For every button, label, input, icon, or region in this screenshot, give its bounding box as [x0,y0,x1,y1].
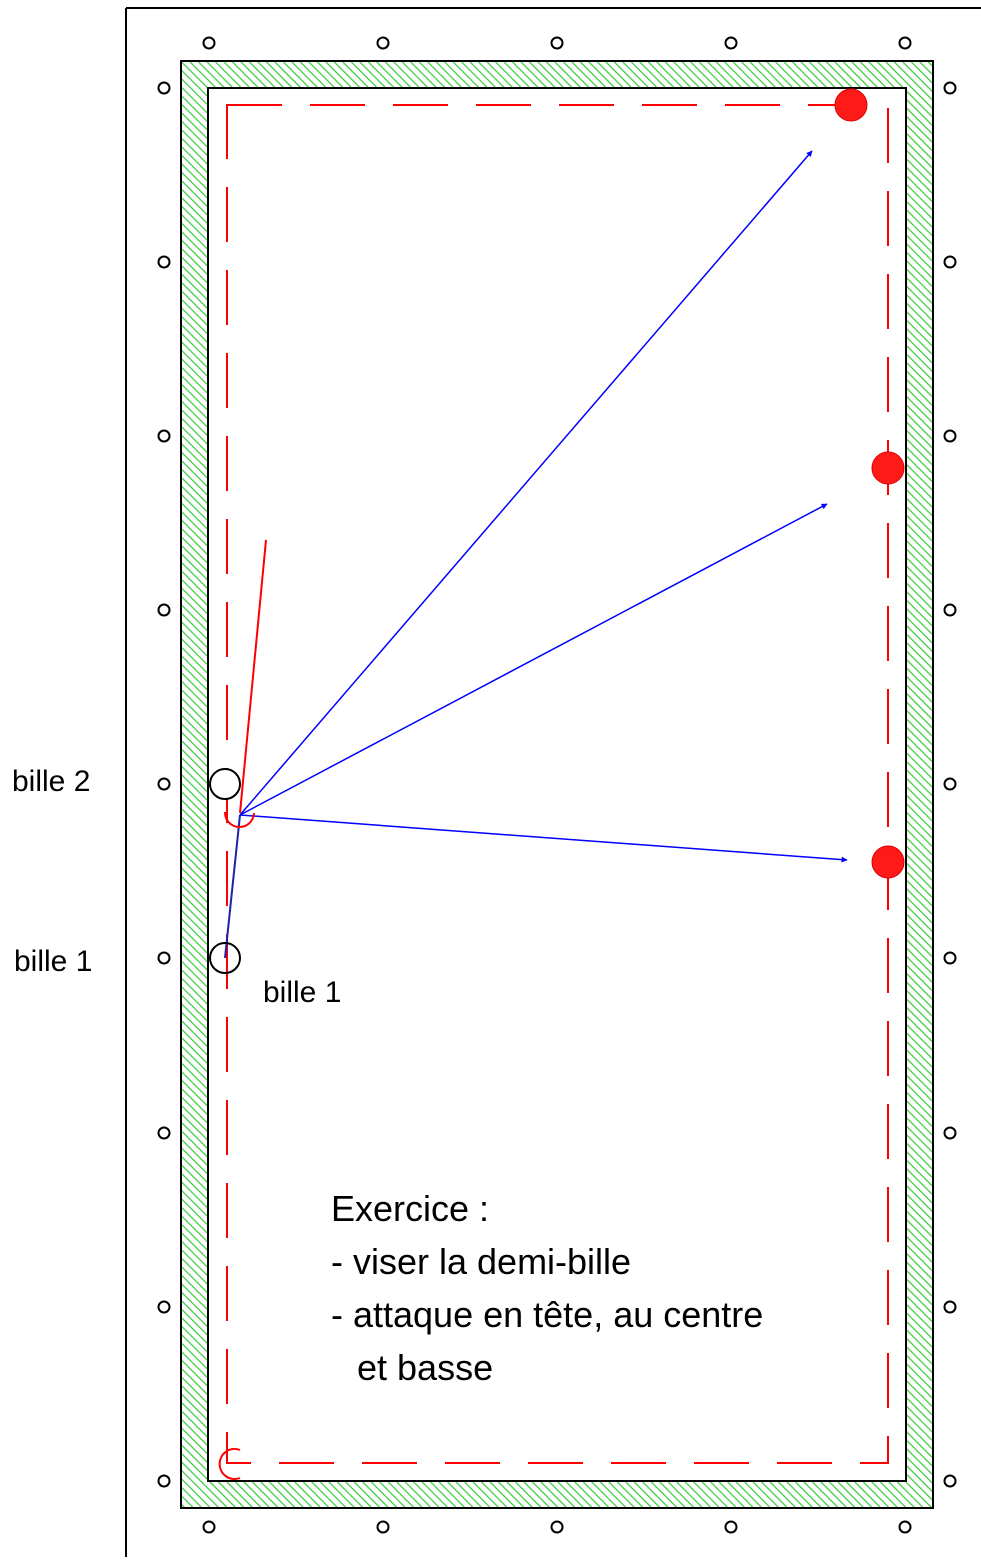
diamond-icon [943,255,957,269]
diamond-icon [157,81,171,95]
target-ball-middle [871,451,905,485]
trajectory-arrow-bottom [239,814,848,863]
trajectory-arrow-middle [239,503,828,816]
target-ball-bottom [871,845,905,879]
diamond-icon [550,36,564,50]
diamond-icon [943,81,957,95]
diamond-icon [724,36,738,50]
corner-arc [218,1448,241,1480]
diamond-icon [943,777,957,791]
diamond-icon [157,429,171,443]
diamond-icon [898,36,912,50]
diamond-icon [943,951,957,965]
label-bille-1-outside: bille 1 [14,945,92,978]
diamond-icon [898,1520,912,1534]
diamond-icon [157,1474,171,1488]
trajectory-arrow-top [239,150,813,816]
diamond-icon [202,1520,216,1534]
exercise-line-aim: - viser la demi-bille [331,1241,631,1282]
diamond-icon [202,36,216,50]
diamond-icon [157,603,171,617]
exercise-title: Exercice : [331,1188,489,1229]
diamond-icon [943,1126,957,1140]
diamond-icon [157,255,171,269]
label-bille-1-table: bille 1 [263,976,341,1009]
bille-1-ball [209,942,241,974]
label-bille-2-outside: bille 2 [12,765,90,798]
contact-arc [223,811,255,828]
diamond-icon [550,1520,564,1534]
diamond-icon [157,1300,171,1314]
bille-2-ball [209,768,241,800]
cushion-rail [180,60,934,1509]
exercise-line-low: et basse [357,1347,493,1388]
diamonds [157,36,957,1534]
cue-path [224,814,241,959]
target-ball-top [834,88,868,122]
diamond-icon [157,951,171,965]
diamond-icon [724,1520,738,1534]
diamond-icon [376,1520,390,1534]
exercise-line-attack: - attaque en tête, au centre [331,1294,763,1335]
diamond-icon [943,429,957,443]
aiming-line [239,539,267,814]
diamond-icon [943,1474,957,1488]
diamond-icon [376,36,390,50]
diamond-icon [157,1126,171,1140]
diamond-icon [943,1300,957,1314]
diamond-icon [157,777,171,791]
diamond-icon [943,603,957,617]
